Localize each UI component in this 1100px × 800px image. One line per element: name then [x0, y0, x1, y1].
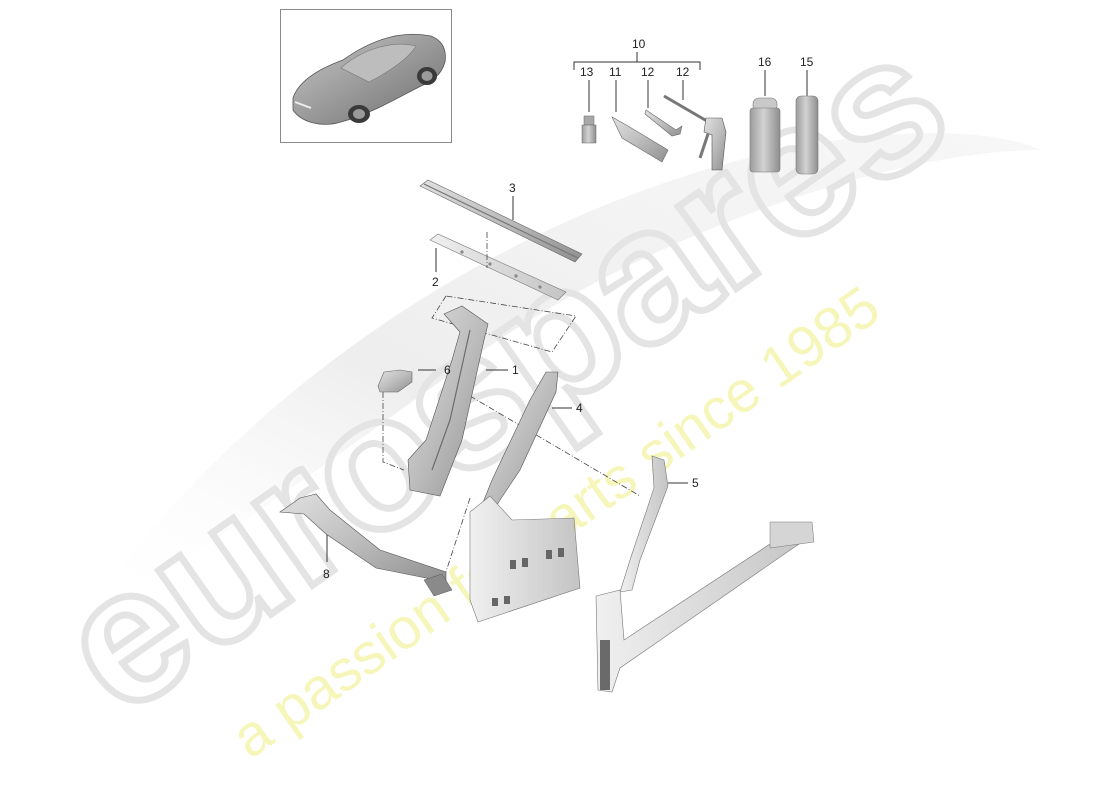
car-thumbnail	[280, 9, 452, 143]
part-3-cross-member	[419, 179, 583, 263]
callout-8: 8	[323, 567, 330, 581]
callout-16: 16	[758, 55, 772, 69]
callout-15: 15	[800, 55, 814, 69]
callout-12: 12	[676, 65, 690, 79]
callout-5: 5	[692, 476, 699, 490]
callout-1: 1	[512, 363, 519, 377]
part-13-nozzle	[644, 80, 683, 137]
callout-6: 6	[444, 363, 451, 377]
car-thumbnail-image	[292, 33, 446, 125]
callout-10: 10	[632, 37, 646, 51]
part-14-adapter	[581, 80, 597, 144]
part-1-a-pillar-inner	[407, 305, 508, 497]
part-11-tube	[611, 80, 669, 163]
callout-2: 2	[432, 275, 439, 289]
callout-11: 11	[609, 65, 622, 79]
part-2-reinforcement	[429, 233, 567, 301]
part-8-cowl	[279, 493, 453, 597]
part-4-a-pillar-outer	[469, 371, 581, 623]
part-15-can	[795, 70, 819, 175]
kit-bracket-10	[573, 52, 701, 70]
part-12-applicator-gun	[663, 80, 727, 171]
callout-4: 4	[576, 401, 583, 415]
part-16-spray-can	[749, 70, 781, 173]
callout-14: 13	[580, 65, 594, 79]
callout-labels: 10 13 11 12 12 16 15 3 2 1 6 4 5 8	[323, 37, 814, 581]
part-6-bracket	[377, 369, 436, 393]
callout-3: 3	[509, 181, 516, 195]
swoosh-shape	[90, 133, 1040, 610]
part-5-side-panel	[595, 455, 815, 693]
callout-13: 12	[641, 65, 655, 79]
